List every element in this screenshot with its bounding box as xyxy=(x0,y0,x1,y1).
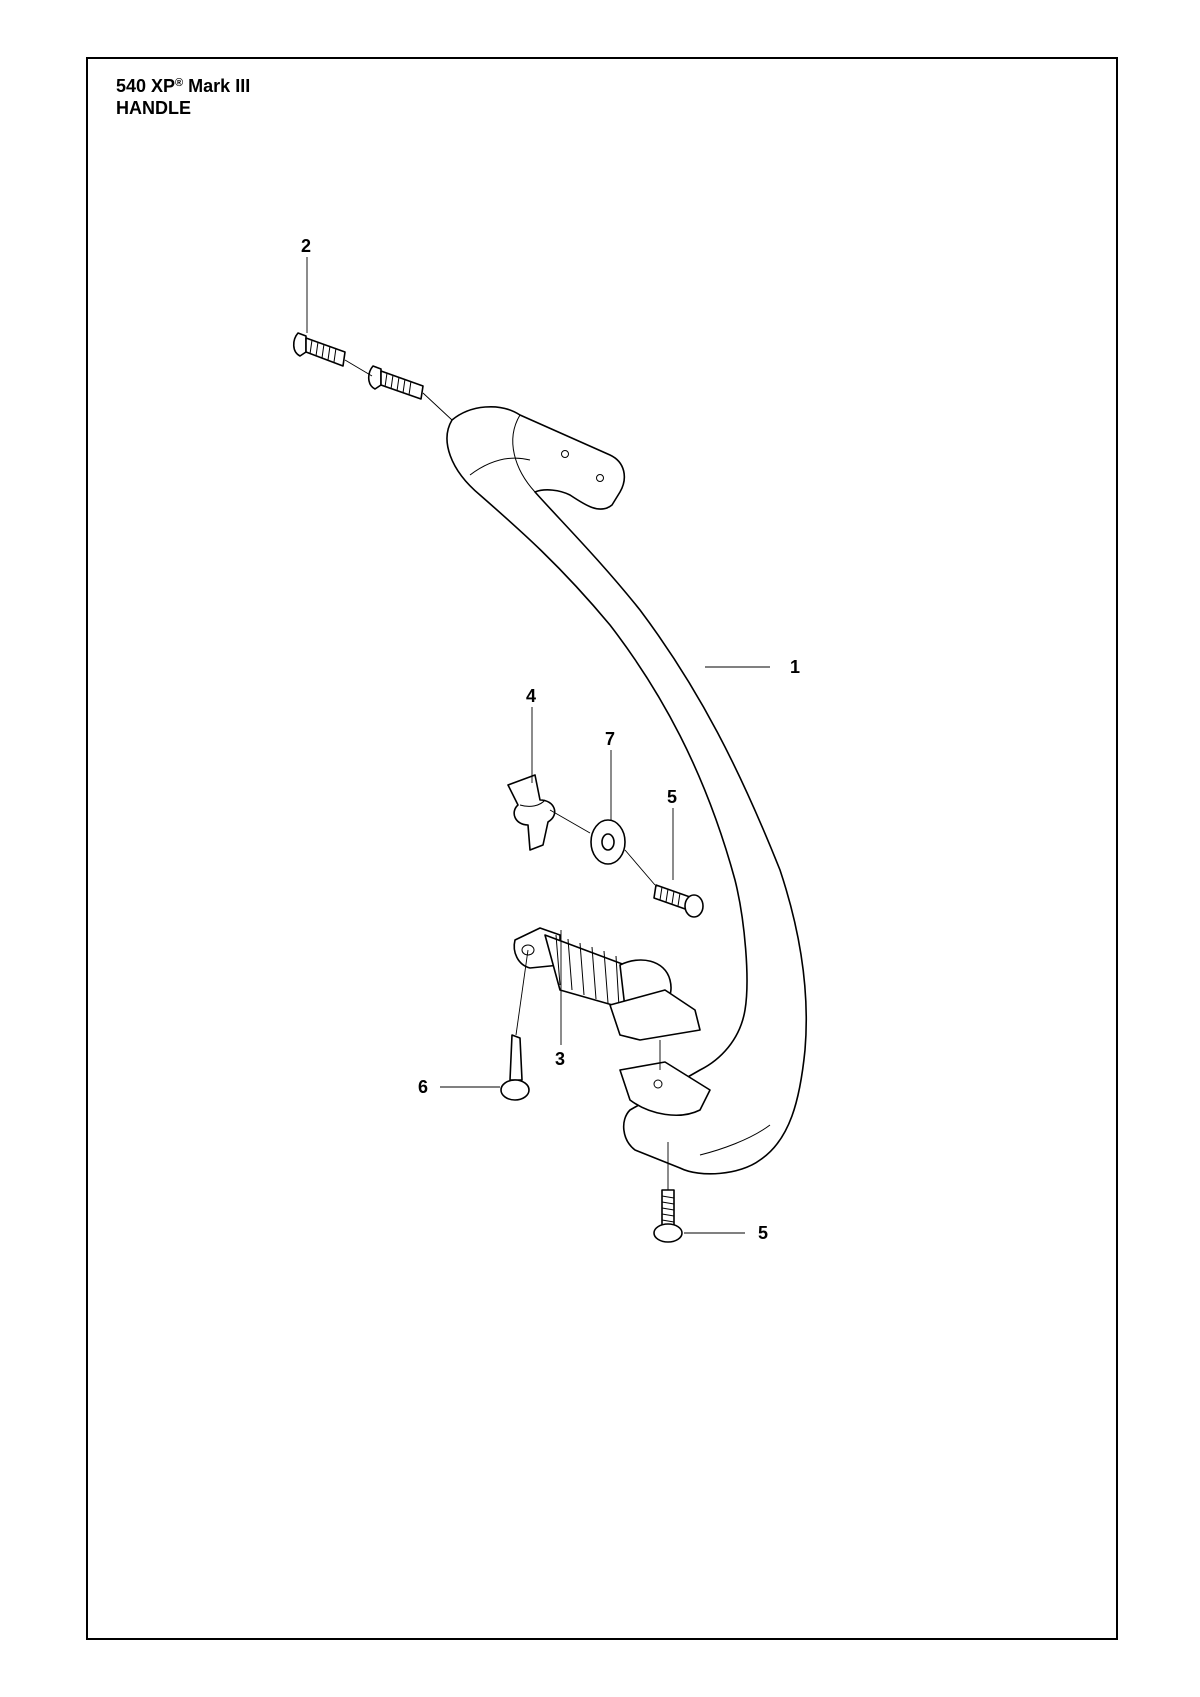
retaining-clip xyxy=(507,774,556,851)
callout-2: 2 xyxy=(301,236,311,256)
screw-pair xyxy=(292,332,453,421)
callout-3: 3 xyxy=(555,1049,565,1069)
model-line: 540 XP® Mark III xyxy=(116,72,250,97)
registered-mark: ® xyxy=(175,77,184,89)
model-suffix: Mark III xyxy=(188,76,251,96)
handle-bar xyxy=(446,405,808,1175)
callout-leaders xyxy=(306,257,770,1234)
callout-6: 6 xyxy=(418,1077,428,1097)
callout-4: 4 xyxy=(526,686,536,706)
callout-5-middle: 5 xyxy=(667,787,677,807)
vibration-damper xyxy=(513,927,701,1070)
screw-bottom xyxy=(653,1142,683,1243)
callout-5-bottom: 5 xyxy=(758,1223,768,1243)
model-name: 540 XP xyxy=(116,76,176,96)
screw-middle xyxy=(549,809,704,918)
callout-1: 1 xyxy=(790,657,800,677)
guide-pin xyxy=(500,949,530,1101)
page-title: 540 XP® Mark III HANDLE xyxy=(116,72,250,119)
callout-7: 7 xyxy=(605,729,615,749)
section-name: HANDLE xyxy=(116,98,191,118)
drawing-frame xyxy=(86,57,1118,1640)
washer xyxy=(590,819,626,865)
